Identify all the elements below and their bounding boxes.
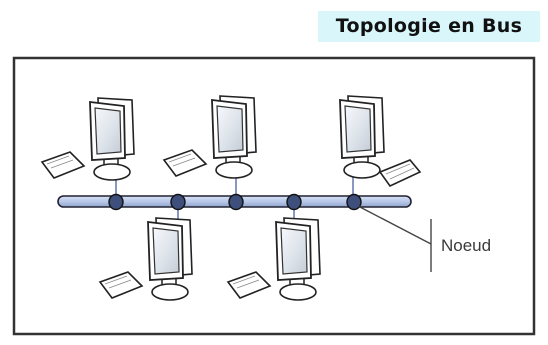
bus-connector	[170, 193, 186, 211]
bus-connector	[228, 193, 244, 211]
node-callout	[357, 205, 432, 272]
bus-connector	[108, 193, 124, 211]
bus-connector	[346, 193, 362, 211]
diagram-title: Topologie en Bus	[318, 11, 540, 42]
bus-connector	[286, 193, 302, 211]
bus-connectors	[108, 193, 362, 211]
node-label: Noeud	[441, 236, 491, 255]
